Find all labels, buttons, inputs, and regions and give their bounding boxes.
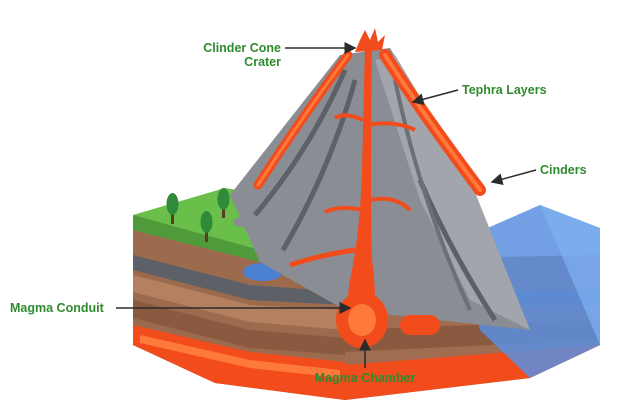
label-tephra-layers: Tephra Layers xyxy=(462,83,547,97)
magma-conduit xyxy=(289,45,416,345)
lava-flow-left xyxy=(253,50,353,190)
tree-icon xyxy=(217,188,230,218)
tree-icon xyxy=(166,193,179,224)
tree-icon xyxy=(200,211,213,242)
label-magma-conduit: Magma Conduit xyxy=(10,301,105,315)
label-cinder-cone-crater-line2: Crater xyxy=(244,55,281,69)
lava-flow-right xyxy=(379,49,486,196)
arrow-icon xyxy=(411,89,459,106)
label-cinders: Cinders xyxy=(540,163,587,177)
label-cinder-cone-crater: Clinder Cone xyxy=(203,41,281,55)
arrow-icon xyxy=(490,169,537,186)
label-magma-chamber: Magma Chamber xyxy=(315,371,416,385)
crater-spatter xyxy=(355,28,385,52)
